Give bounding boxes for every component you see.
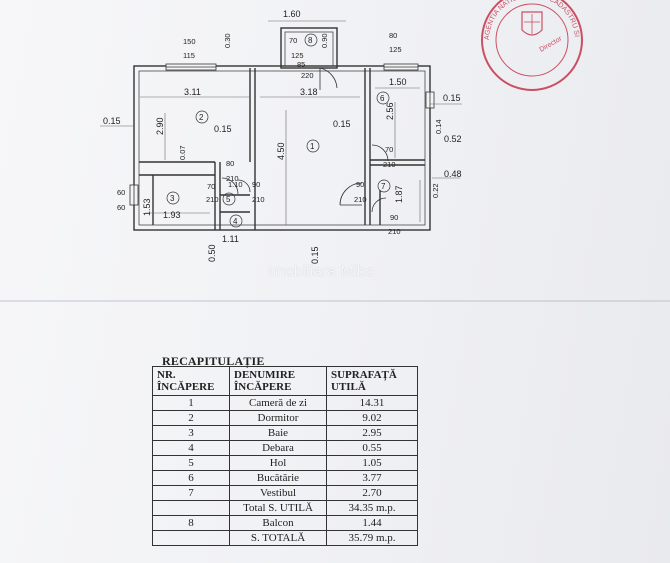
room-2-label: 2 [199,113,204,122]
dim-room6-width: 1.50 [389,77,407,87]
dim-wall-left: 0.15 [103,116,121,126]
dim-door-210-d: 210 [206,195,219,204]
dim-balcony-w1: 70 [289,36,297,45]
coat-of-arms-icon [521,11,543,36]
dim-door-048: 0.48 [444,169,462,179]
dim-wall-014: 0.14 [434,119,443,134]
dim-room1-height: 4.50 [276,142,286,160]
dim-wall-mid2: 0.15 [333,119,351,129]
dim-door-210-c: 210 [252,195,265,204]
dim-door-210-e: 210 [354,195,367,204]
dim-door-90-c: 90 [390,213,398,222]
dim-room6-height: 2.56 [385,102,395,120]
dim-w60b: 60 [117,203,125,212]
dim-room7-height: 1.87 [394,185,404,203]
dim-bottom-111: 1.11 [222,234,239,244]
dim-room3-height: 1.53 [142,198,152,216]
dim-bottom-015: 0.15 [310,246,320,264]
dim-door-70-a: 70 [385,145,393,154]
dim-room2-width: 3.11 [184,87,201,97]
dim-bottom-050: 0.50 [207,244,217,262]
room-7-label: 7 [381,182,386,191]
paper-fold [0,300,670,302]
dim-balcony-w2: 125 [291,51,304,60]
dimension-labels: 1.60 70 125 85 220 0.90 150 115 0.30 80 … [103,9,462,264]
dim-balcony-85: 85 [297,60,305,69]
dim-wall-mid1: 0.15 [214,124,232,134]
dim-room3-width: 1.93 [163,210,181,220]
dim-wall-052: 0.52 [444,134,462,144]
room-1-label: 1 [310,142,315,151]
dim-door-110: 1.10 [228,180,243,189]
dim-door-210-f: 210 [388,227,401,236]
room-markers [166,33,391,228]
dim-left-030: 0.30 [223,33,232,48]
dim-room2-height: 2.90 [155,117,165,135]
plan-walls [133,27,431,231]
dimension-lines [100,20,462,225]
dim-wall-022: 0.22 [431,183,440,198]
dim-room1-width: 3.18 [300,87,318,97]
dim-balcony-h: 0.90 [320,33,329,48]
room-6-label: 6 [380,94,385,103]
stamp-ring-text: AGENTIA NATIONALA DE CADASTRU SI PUBLICI… [0,0,580,40]
dim-door-210-b: 210 [383,160,396,169]
room-8-label: 8 [308,36,313,45]
stamp-director-text: Director [539,35,564,54]
watermark: Imobiliara Mibo [268,263,375,280]
dim-wall-right: 0.15 [443,93,461,103]
doors [221,67,389,213]
recap-title: RECAPITULAȚIE [162,354,265,368]
dim-wall-007: 0.07 [178,145,187,160]
dim-right-125: 125 [389,45,402,54]
header-nr: NR.ÎNCĂPERE [152,366,230,396]
dim-balcony-220: 220 [301,71,314,80]
dim-w60a: 60 [117,188,125,197]
dim-left-150: 150 [183,37,196,46]
windows [129,63,435,206]
dim-right-80: 80 [389,31,397,40]
dim-door-90-b: 90 [356,180,364,189]
dim-left-115: 115 [183,51,195,60]
dim-door-80: 80 [226,159,234,168]
room-3-label: 3 [170,194,175,203]
dim-door-210-a: 210 [226,174,239,183]
dim-top-width: 1.60 [283,9,301,19]
dim-door-90-a: 90 [252,180,260,189]
room-5-label: 5 [226,195,231,204]
room-4-label: 4 [233,217,238,226]
dim-door-70-b: 70 [207,182,215,191]
